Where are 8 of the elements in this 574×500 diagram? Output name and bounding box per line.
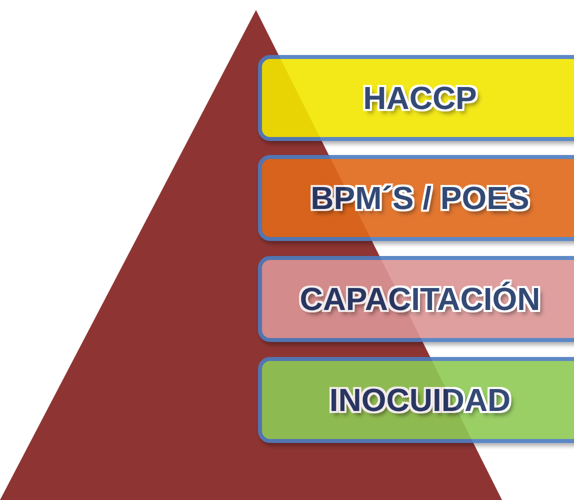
level-label: CAPACITACIÓN: [298, 280, 542, 318]
level-box: [258, 256, 574, 342]
level-label: BPM´S / POES: [310, 180, 530, 216]
level-box: [258, 155, 574, 241]
level-label: INOCUIDAD: [328, 382, 512, 418]
level-box: [258, 357, 574, 443]
level-box: [258, 55, 574, 141]
level-label: HACCP: [362, 80, 478, 116]
